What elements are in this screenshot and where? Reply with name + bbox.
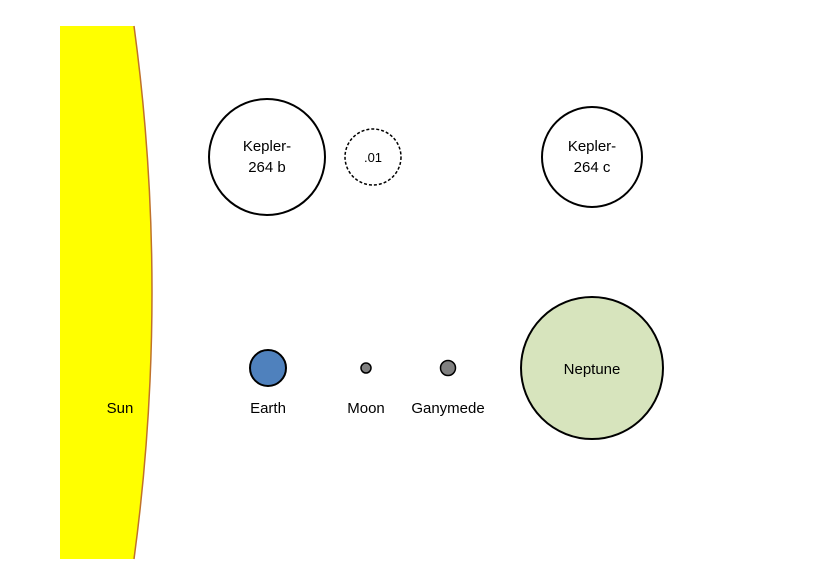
earth-disk (249, 349, 287, 387)
ganymede-disk (439, 359, 457, 377)
ganymede-label: Ganymede (411, 400, 484, 417)
sun-limb (133, 25, 153, 560)
kepler-264b-disk (208, 98, 326, 216)
moon-candidate: .01 (344, 128, 402, 186)
sun-label: Sun (107, 400, 134, 417)
sun-disk (60, 26, 152, 559)
kepler-264b: Kepler- 264 b (208, 98, 326, 216)
neptune-label: Neptune (564, 361, 621, 378)
neptune-disk (520, 296, 664, 440)
neptune: Neptune (520, 296, 664, 440)
kepler-264b-label-line1: Kepler- (243, 138, 291, 155)
moon-disk (360, 362, 372, 374)
moon-candidate-label: .01 (364, 150, 382, 165)
moon-label: Moon (347, 400, 385, 417)
ganymede: Ganymede (411, 359, 485, 417)
kepler-264c-disk (541, 106, 643, 208)
kepler-264b-label-line2: 264 b (248, 159, 286, 176)
kepler-264c-label-line1: Kepler- (568, 138, 616, 155)
kepler-264c-label-line2: 264 c (574, 159, 611, 176)
kepler-264c: Kepler- 264 c (541, 106, 643, 208)
moon-candidate-disk (344, 128, 402, 186)
sun: Sun (60, 25, 153, 560)
moon: Moon (347, 362, 385, 417)
earth-label: Earth (250, 400, 286, 417)
earth: Earth (249, 349, 287, 417)
